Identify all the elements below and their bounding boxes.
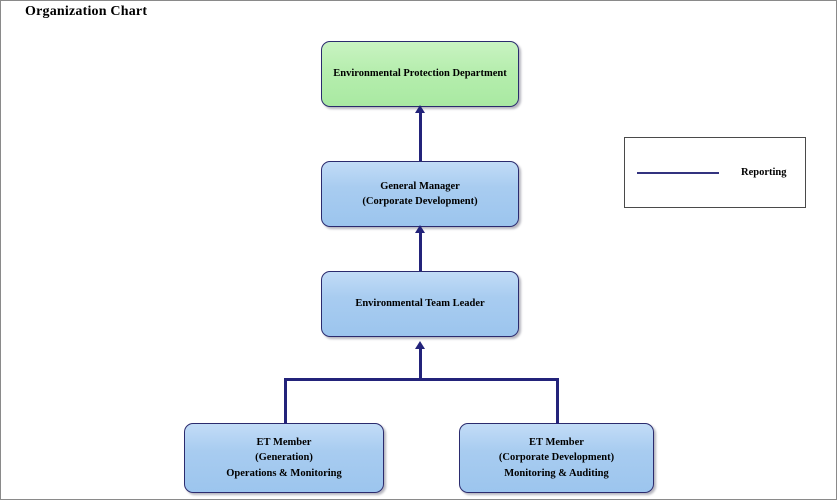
node-line: Environmental Team Leader xyxy=(355,298,485,310)
node-line: General Manager xyxy=(380,180,460,192)
node-et-member-generation[interactable]: ET Member (Generation) Operations & Moni… xyxy=(184,423,384,493)
node-line: Operations & Monitoring xyxy=(226,467,342,479)
node-line: Environmental Protection Department xyxy=(333,68,507,80)
node-text: Environmental Protection Department xyxy=(333,66,506,81)
connector-members-horizontal-bar xyxy=(284,378,559,381)
arrowhead-to-general-manager-icon xyxy=(415,225,425,233)
legend-box: Reporting xyxy=(624,137,806,208)
connector-drop-to-et-member-corporate xyxy=(556,378,559,424)
arrowhead-to-department-icon xyxy=(415,105,425,113)
page-title: Organization Chart xyxy=(25,4,148,19)
arrowhead-to-team-leader-icon xyxy=(415,341,425,349)
node-general-manager[interactable]: General Manager (Corporate Development) xyxy=(321,161,519,227)
node-text: Environmental Team Leader xyxy=(355,296,484,311)
connector-members-junction-to-team-leader xyxy=(419,347,422,381)
node-environmental-protection-department[interactable]: Environmental Protection Department xyxy=(321,41,519,107)
connector-drop-to-et-member-generation xyxy=(284,378,287,424)
legend-item-reporting: Reporting xyxy=(625,138,805,207)
node-line: (Generation) xyxy=(255,452,313,464)
node-environmental-team-leader[interactable]: Environmental Team Leader xyxy=(321,271,519,337)
connector-team-leader-to-general-manager xyxy=(419,231,422,271)
connector-general-manager-to-department xyxy=(419,111,422,161)
node-line: ET Member xyxy=(256,437,312,449)
legend-line-sample-icon xyxy=(637,171,719,174)
node-text: General Manager (Corporate Development) xyxy=(362,179,477,209)
legend-item-label: Reporting xyxy=(741,167,787,178)
node-line: Monitoring & Auditing xyxy=(504,467,609,479)
node-line: (Corporate Development) xyxy=(362,196,478,207)
node-line: ET Member xyxy=(529,437,584,449)
node-text: ET Member (Corporate Development) Monito… xyxy=(499,435,614,481)
node-line: (Corporate Development) xyxy=(498,452,615,464)
node-text: ET Member (Generation) Operations & Moni… xyxy=(226,435,342,481)
node-et-member-corporate-development[interactable]: ET Member (Corporate Development) Monito… xyxy=(459,423,654,493)
